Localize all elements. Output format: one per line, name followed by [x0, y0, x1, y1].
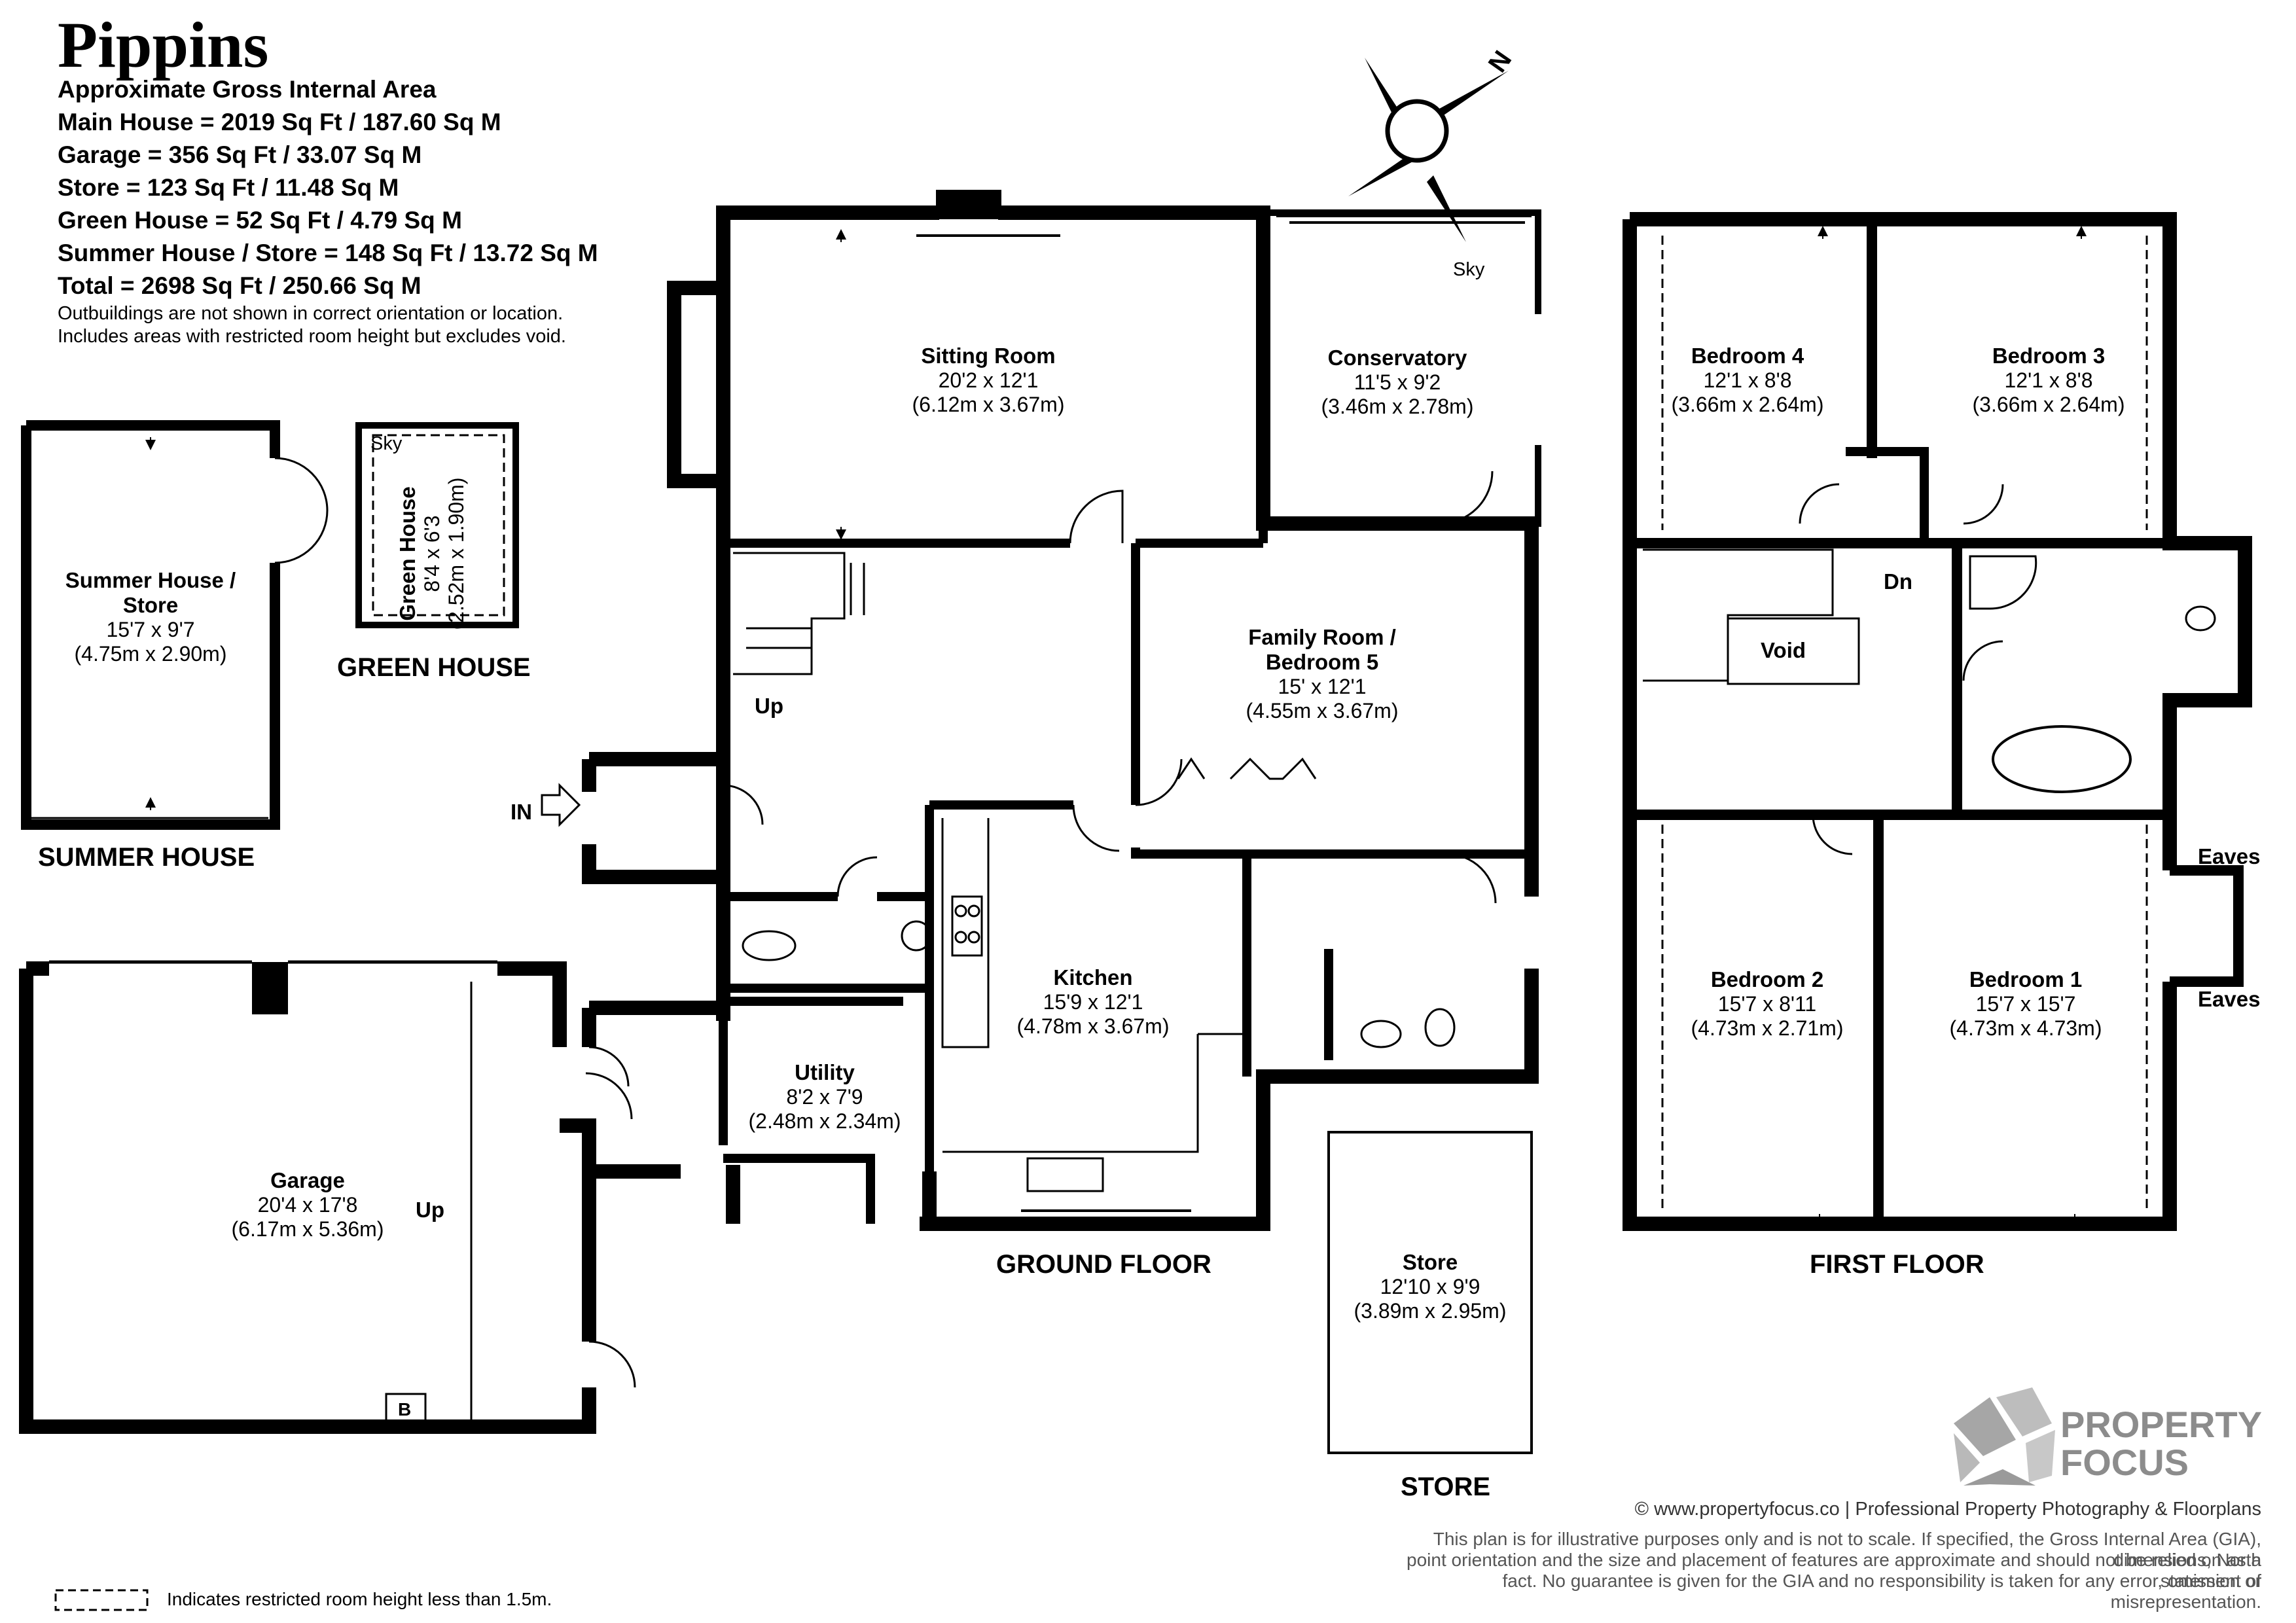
brand-name: PROPERTY FOCUS — [2060, 1406, 2262, 1482]
room-metric: (6.17m x 5.36m) — [231, 1217, 384, 1241]
summer-house-section-label: SUMMER HOUSE — [38, 843, 255, 872]
room-imperial: 15'7 x 15'7 — [1975, 992, 2076, 1016]
room-name: Summer House / — [65, 568, 236, 592]
room-name: Bedroom 2 — [1710, 967, 1824, 991]
dimension-arrows — [145, 226, 2087, 1227]
room-name: Sitting Room — [921, 344, 1056, 368]
room-name: Bedroom 3 — [1992, 344, 2106, 368]
ground-floor-label: GROUND FLOOR — [996, 1250, 1211, 1279]
compass-icon — [1348, 58, 1509, 242]
area-heading: Approximate Gross Internal Area — [58, 76, 437, 103]
store-walls — [1327, 1131, 1533, 1454]
room-imperial: 15'7 x 8'11 — [1717, 992, 1817, 1016]
room-store: Store 12'10 x 9'9 (3.89m x 2.95m) — [1342, 1250, 1518, 1323]
summer-house-walls — [21, 420, 329, 830]
room-imperial: 12'10 x 9'9 — [1380, 1275, 1480, 1298]
store-section-label: STORE — [1401, 1472, 1491, 1501]
note-restricted: Includes areas with restricted room heig… — [58, 326, 566, 347]
entrance-label: IN — [511, 800, 532, 824]
room-green-house: Green House 8'4 x 6'3 (2.52m x 1.90m) — [395, 472, 469, 635]
stairs-down-label: Dn — [1884, 569, 1912, 594]
room-metric: (4.78m x 3.67m) — [1016, 1014, 1170, 1038]
room-metric: (4.73m x 2.71m) — [1691, 1016, 1844, 1040]
room-imperial: 15'9 x 12'1 — [1043, 990, 1143, 1014]
green-skylight-label: Sky — [370, 433, 403, 454]
first-floor-walls — [1623, 212, 2252, 1231]
room-imperial: 15' x 12'1 — [1278, 675, 1367, 698]
room-imperial: 15'7 x 9'7 — [106, 618, 195, 641]
brand-logo-icon — [1954, 1387, 2055, 1486]
room-name: Conservatory — [1327, 346, 1467, 370]
note-outbuildings: Outbuildings are not shown in correct or… — [58, 303, 564, 324]
room-utility: Utility 8'2 x 7'9 (2.48m x 2.34m) — [726, 1060, 923, 1133]
green-house-section-label: GREEN HOUSE — [337, 653, 531, 682]
room-bedroom-2: Bedroom 2 15'7 x 8'11 (4.73m x 2.71m) — [1669, 967, 1865, 1041]
room-metric: (4.75m x 2.90m) — [74, 642, 227, 666]
room-imperial: 20'4 x 17'8 — [257, 1193, 358, 1217]
footer-credit: © www.propertyfocus.co | Professional Pr… — [1634, 1499, 2261, 1520]
area-store: Store = 123 Sq Ft / 11.48 Sq M — [58, 174, 399, 201]
room-kitchen: Kitchen 15'9 x 12'1 (4.78m x 3.67m) — [995, 965, 1191, 1039]
room-imperial: 12'1 x 8'8 — [2004, 368, 2093, 392]
room-family: Family Room / Bedroom 5 15' x 12'1 (4.55… — [1217, 625, 1427, 723]
room-imperial: 11'5 x 9'2 — [1354, 370, 1441, 394]
room-metric: (3.89m x 2.95m) — [1354, 1299, 1507, 1323]
eaves-top-label: Eaves — [2198, 844, 2261, 868]
room-metric: (3.66m x 2.64m) — [1671, 393, 1824, 416]
room-metric: (3.66m x 2.64m) — [1972, 393, 2125, 416]
room-conservatory: Conservatory 11'5 x 9'2 (3.46m x 2.78m) — [1302, 346, 1492, 419]
room-imperial: 20'2 x 12'1 — [938, 368, 1039, 392]
skylight-label: Sky — [1453, 259, 1485, 280]
legend-dashed-box — [54, 1589, 149, 1611]
room-metric: (2.52m x 1.90m) — [444, 477, 468, 630]
room-metric: (4.73m x 4.73m) — [1949, 1016, 2102, 1040]
brand-line-2: FOCUS — [2060, 1442, 2189, 1483]
area-main-house: Main House = 2019 Sq Ft / 187.60 Sq M — [58, 109, 501, 135]
area-summer-house: Summer House / Store = 148 Sq Ft / 13.72… — [58, 240, 598, 266]
room-sitting: Sitting Room 20'2 x 12'1 (6.12m x 3.67m) — [890, 344, 1086, 417]
room-name: Garage — [270, 1168, 345, 1192]
room-name: Kitchen — [1053, 965, 1133, 990]
room-name: Bedroom 1 — [1969, 967, 2083, 991]
legend-text: Indicates restricted room height less th… — [167, 1589, 552, 1609]
room-garage: Garage 20'4 x 17'8 (6.17m x 5.36m) — [209, 1168, 406, 1241]
ground-floor-walls — [582, 190, 1541, 1231]
room-metric: (4.55m x 3.67m) — [1246, 699, 1399, 722]
garage-up-label: Up — [416, 1198, 444, 1222]
room-name: Store — [122, 593, 179, 617]
green-house-walls — [355, 422, 519, 628]
stairs-up-label: Up — [755, 694, 783, 718]
room-summer-house: Summer House / Store 15'7 x 9'7 (4.75m x… — [39, 568, 262, 666]
area-garage: Garage = 356 Sq Ft / 33.07 Sq M — [58, 141, 422, 168]
room-imperial: 8'2 x 7'9 — [786, 1085, 863, 1109]
footer-disclaimer-3: fact. No guarantee is given for the GIA … — [1502, 1571, 2261, 1612]
brand-line-1: PROPERTY — [2060, 1404, 2263, 1445]
area-green-house: Green House = 52 Sq Ft / 4.79 Sq M — [58, 207, 462, 234]
eaves-bottom-label: Eaves — [2198, 987, 2261, 1011]
area-total: Total = 2698 Sq Ft / 250.66 Sq M — [58, 272, 422, 299]
room-name: Bedroom 4 — [1691, 344, 1804, 368]
room-name: Family Room / — [1248, 625, 1396, 649]
room-metric: (2.48m x 2.34m) — [748, 1109, 901, 1133]
property-title: Pippins — [58, 9, 269, 81]
room-name: Store — [1402, 1250, 1458, 1274]
room-metric: (6.12m x 3.67m) — [912, 393, 1065, 416]
room-metric: (3.46m x 2.78m) — [1321, 395, 1474, 418]
room-bedroom-1: Bedroom 1 15'7 x 15'7 (4.73m x 4.73m) — [1928, 967, 2124, 1041]
room-name: Green House — [395, 486, 420, 621]
footer-disclaimer-1: This plan is for illustrative purposes o… — [1433, 1529, 2261, 1570]
entrance-arrow-icon — [541, 783, 581, 827]
garage-walls — [19, 960, 636, 1434]
room-name: Bedroom 5 — [1265, 650, 1379, 674]
first-floor-label: FIRST FLOOR — [1810, 1250, 1984, 1279]
room-name: Utility — [795, 1060, 855, 1084]
room-bedroom-4: Bedroom 4 12'1 x 8'8 (3.66m x 2.64m) — [1649, 344, 1846, 417]
void-label: Void — [1761, 638, 1806, 662]
footer-disclaimer-2: point orientation and the size and place… — [1407, 1550, 2261, 1591]
room-bedroom-3: Bedroom 3 12'1 x 8'8 (3.66m x 2.64m) — [1950, 344, 2147, 417]
room-imperial: 8'4 x 6'3 — [420, 515, 444, 592]
room-imperial: 12'1 x 8'8 — [1703, 368, 1792, 392]
boiler-label: B — [398, 1399, 412, 1419]
